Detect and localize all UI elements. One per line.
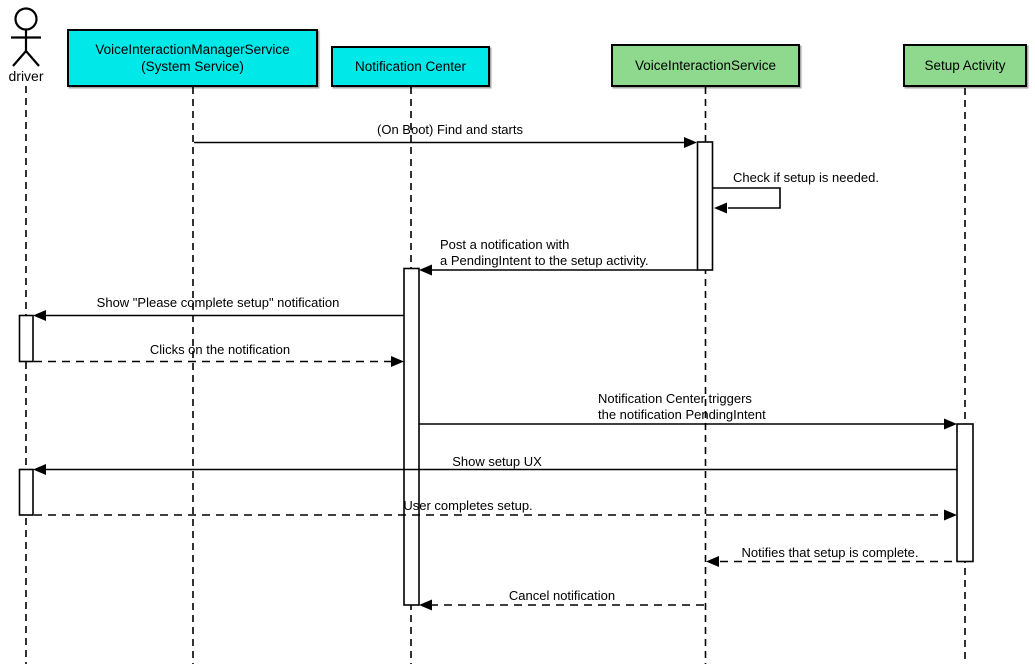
message-arrows (33, 137, 957, 611)
arrow-show-setup-notification (33, 310, 404, 321)
message-label-notifies-setup-complete: Notifies that setup is complete. (741, 545, 919, 560)
message-label-cancel-notification: Cancel notification (508, 588, 616, 603)
activation-bar-driver-1 (18, 314, 34, 363)
message-label-triggers-pendingintent: Notification Center triggers the notific… (598, 391, 766, 422)
arrow-triggers-pendingintent (419, 418, 957, 430)
participant-label: VoiceInteractionManagerService (System S… (95, 42, 290, 74)
participant-label: Setup Activity (924, 58, 1006, 73)
arrow-show-setup-ux (33, 464, 957, 475)
message-label-user-completes-setup: User completes setup. (403, 498, 533, 513)
participant-box-notification-center: Notification Center (331, 46, 490, 87)
activation-bars (18, 141, 974, 606)
activation-bar-notification-center (403, 267, 420, 606)
actor-stick-figure-icon (11, 7, 41, 67)
participant-label: Notification Center (354, 59, 467, 74)
activation-bar-driver-2 (18, 468, 34, 516)
participant-box-setup-activity: Setup Activity (903, 44, 1027, 87)
participant-driver-label: driver (8, 68, 44, 84)
participant-box-voiceinteractionmanagerservice: VoiceInteractionManagerService (System S… (67, 29, 318, 87)
message-label-on-boot-find-and-starts: (On Boot) Find and starts (377, 122, 523, 137)
arrow-check-if-setup-needed (713, 187, 781, 214)
arrowhead-left-icon (419, 264, 432, 276)
activation-bar-setup-activity (956, 423, 974, 563)
arrow-on-boot-find-and-starts (194, 137, 697, 148)
message-label-show-setup-notification: Show "Please complete setup" notificatio… (96, 295, 340, 310)
message-label-show-setup-ux: Show setup UX (452, 454, 542, 469)
arrowhead-left-icon (419, 599, 432, 611)
arrow-notifies-setup-complete (706, 556, 952, 567)
arrow-post-notification (419, 264, 698, 276)
arrowhead-left-icon (706, 556, 719, 567)
arrowhead-right-icon (391, 356, 404, 367)
arrowhead-left-icon (714, 202, 727, 214)
arrow-user-completes-setup (34, 509, 957, 521)
arrowhead-right-icon (684, 137, 697, 148)
message-label-clicks-notification: Clicks on the notification (149, 342, 291, 357)
activation-bar-voiceinteractionservice (696, 141, 714, 271)
arrow-clicks-notification (34, 356, 404, 367)
message-label-check-if-setup-needed: Check if setup is needed. (733, 170, 879, 185)
participant-box-voiceinteractionservice: VoiceInteractionService (611, 44, 800, 87)
arrowhead-left-icon (33, 310, 46, 321)
participant-label: VoiceInteractionService (634, 58, 777, 73)
arrowhead-right-icon (944, 509, 957, 521)
arrow-cancel-notification (419, 599, 704, 611)
message-label-post-notification: Post a notification with a PendingIntent… (440, 237, 649, 268)
arrowhead-left-icon (33, 464, 46, 475)
arrowhead-right-icon (944, 418, 957, 430)
